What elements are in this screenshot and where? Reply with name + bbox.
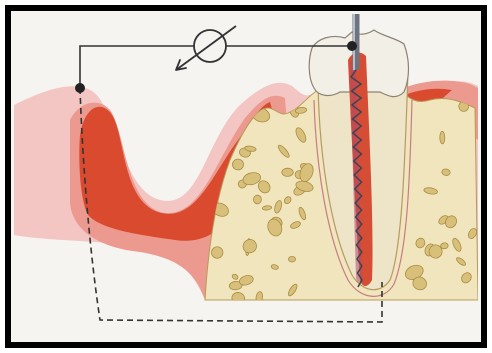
- bone-spot: [282, 168, 294, 176]
- lip-clip-contact: [75, 83, 85, 93]
- bone-spot: [289, 256, 296, 262]
- bone-spot: [440, 131, 445, 143]
- file-clip-contact: [347, 41, 357, 51]
- bone-spot: [429, 245, 443, 259]
- bone-spot: [253, 195, 261, 204]
